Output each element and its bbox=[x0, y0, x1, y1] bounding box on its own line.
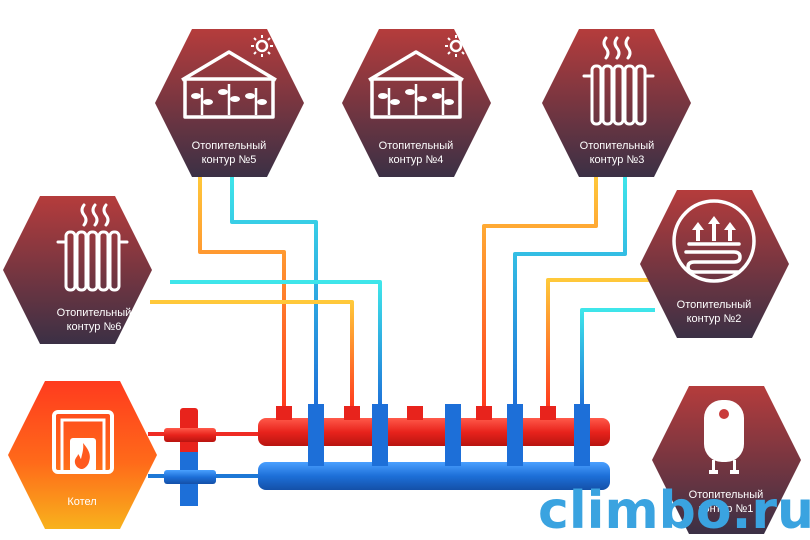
circuit-5-label-line1: Отопительный bbox=[192, 140, 267, 152]
riser-c6-return bbox=[170, 280, 382, 408]
water-heater-icon bbox=[704, 400, 744, 474]
riser-c3-supply bbox=[482, 175, 598, 408]
riser-c5-return bbox=[230, 175, 318, 408]
greenhouse-icon bbox=[181, 35, 277, 119]
radiator-icon bbox=[56, 203, 129, 292]
riser-c5-supply bbox=[198, 175, 286, 408]
circuit-node-1: Отопительный контур №1 bbox=[652, 386, 801, 534]
circuit-node-5: Отопительный контур №5 bbox=[155, 29, 304, 177]
riser-c6-supply bbox=[150, 300, 354, 408]
circuit-1-label-line1: Отопительный bbox=[689, 489, 764, 501]
underfloor-heating-icon bbox=[672, 199, 756, 283]
circuit-1-label-line2: контур №1 bbox=[699, 503, 754, 515]
circuit-node-3: Отопительный контур №3 bbox=[542, 29, 691, 177]
circuit-2-label-line1: Отопительный bbox=[677, 299, 752, 311]
riser-c3-return bbox=[513, 175, 627, 408]
radiator-icon bbox=[582, 36, 655, 126]
boiler-label: Котел bbox=[67, 496, 96, 508]
riser-c2-supply bbox=[546, 278, 655, 408]
circuit-4-label-line1: Отопительный bbox=[379, 140, 454, 152]
circuit-2-label-line2: контур №2 bbox=[687, 313, 742, 325]
circuit-node-6: Отопительный контур №6 bbox=[3, 196, 152, 344]
circuit-3-label-line2: контур №3 bbox=[590, 154, 645, 166]
return-manifold bbox=[258, 404, 610, 490]
hydraulic-separator bbox=[164, 408, 216, 506]
boiler-node: Котел bbox=[8, 381, 157, 529]
circuit-3-label-line1: Отопительный bbox=[580, 140, 655, 152]
circuit-4-label-line2: контур №4 bbox=[389, 154, 444, 166]
circuit-6-label-line2: контур №6 bbox=[67, 321, 122, 333]
circuit-6-label-line1: Отопительный bbox=[57, 307, 132, 319]
riser-c2-return bbox=[580, 308, 655, 408]
circuit-5-label-line2: контур №5 bbox=[202, 154, 257, 166]
circuit-node-2: Отопительный контур №2 bbox=[640, 190, 789, 338]
greenhouse-icon bbox=[368, 35, 467, 119]
flame-icon bbox=[52, 410, 114, 474]
watermark-text: climbo.ru bbox=[538, 481, 810, 540]
circuit-node-4: Отопительный контур №4 bbox=[342, 29, 491, 177]
